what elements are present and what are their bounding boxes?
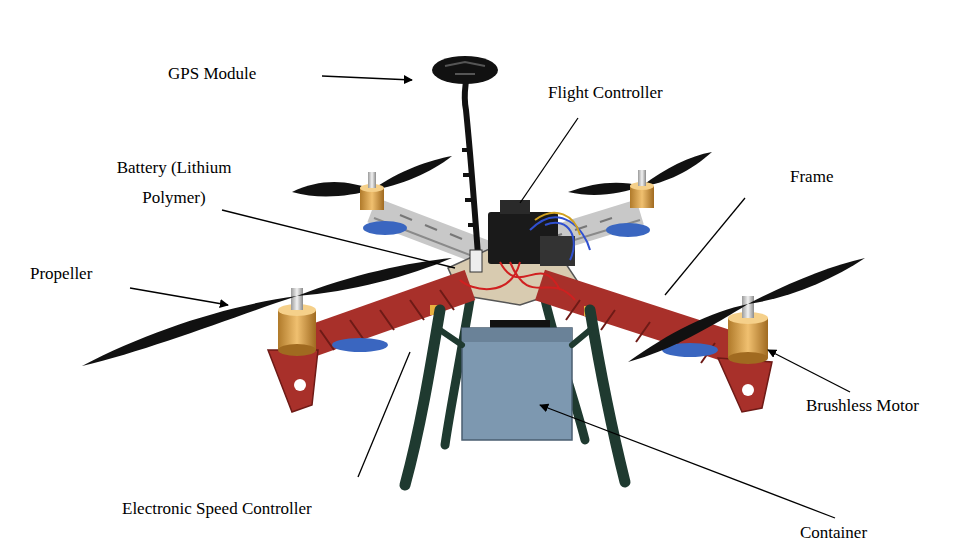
part-label: Propeller — [30, 264, 92, 284]
part-label: Flight Controller — [548, 83, 663, 103]
landing-gear-front — [405, 310, 625, 485]
leader-lines — [130, 76, 850, 518]
landing-gear-back — [445, 300, 585, 445]
part-label: Brushless Motor — [806, 396, 919, 416]
propeller-front — [82, 258, 865, 366]
flight-controller — [460, 200, 590, 336]
part-label: Container — [800, 523, 867, 543]
container-box — [462, 328, 572, 440]
part-label: Frame — [790, 167, 833, 187]
part-label: GPS Module — [168, 64, 256, 84]
brushless-motor-front — [278, 288, 768, 364]
part-label: Electronic Speed Controller — [122, 499, 312, 519]
part-label: Battery (Lithium Polymer) — [94, 153, 254, 213]
